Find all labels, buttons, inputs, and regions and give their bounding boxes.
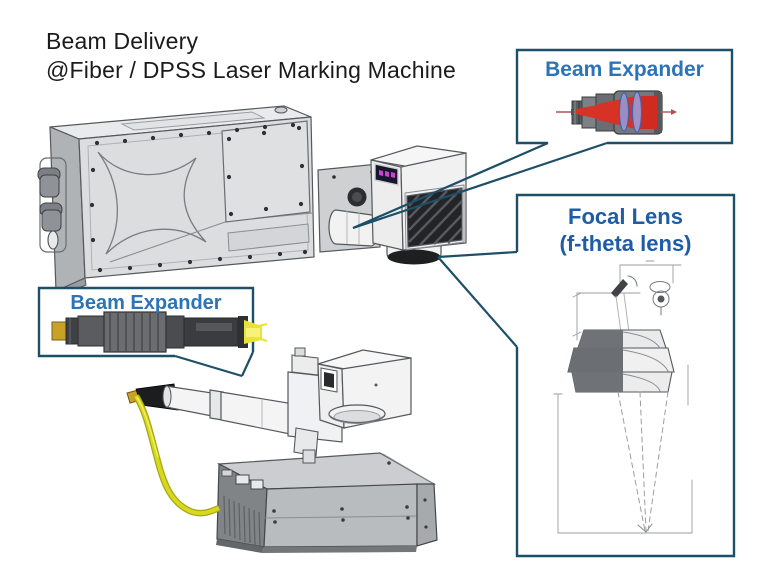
scanner-window	[404, 184, 465, 251]
vent-panel	[216, 463, 268, 548]
callout-beam-expander-left	[37, 286, 268, 378]
focal-lens-label-line2: (f-theta lens)	[559, 231, 692, 256]
leader-line	[437, 256, 518, 348]
leader-line	[241, 351, 254, 377]
beam-expander-tube-lower	[162, 385, 301, 437]
beam-tube-assembly	[317, 163, 381, 253]
galvo-scan-head-upper	[370, 145, 467, 265]
display-label	[324, 372, 334, 388]
page-title-line1: Beam Delivery	[46, 28, 199, 54]
callout-beam-expander-top	[352, 48, 734, 230]
callout-focal-lens	[437, 193, 736, 558]
access-panel	[221, 120, 311, 223]
leader-line	[174, 354, 243, 378]
leader-line	[352, 141, 549, 230]
beam-expander-photo-left	[51, 311, 268, 353]
top-nub	[274, 106, 288, 114]
side-port	[47, 230, 59, 250]
beam-expander-top-label: Beam Expander	[545, 58, 704, 81]
beam-expander-left-label: Beam Expander	[70, 292, 222, 314]
beam-expander-photo-top	[556, 90, 677, 135]
leader-line	[352, 141, 608, 230]
ftheta-lens-disc	[328, 404, 386, 424]
screws	[89, 122, 308, 273]
fiber-cable	[133, 394, 221, 517]
supply-screws	[272, 505, 410, 524]
front-panel-curves	[97, 151, 207, 255]
page-title-line2: @Fiber / DPSS Laser Marking Machine	[46, 57, 456, 83]
ftheta-technical-drawing	[553, 260, 693, 534]
fiber-laser-head-illustration	[126, 347, 412, 517]
laser-power-supply-illustration	[216, 452, 438, 553]
focal-lens-label: Focal Lens (f-theta lens)	[517, 203, 734, 257]
leader-line	[437, 250, 518, 259]
serial-plate	[227, 223, 310, 252]
side-connector-2	[39, 202, 63, 232]
brand-label	[374, 163, 399, 186]
focal-lens-label-line1: Focal Lens	[568, 204, 683, 229]
laser-source-illustration	[37, 105, 315, 298]
side-connector-1	[37, 167, 61, 198]
page-title: Beam Delivery @Fiber / DPSS Laser Markin…	[46, 27, 456, 85]
